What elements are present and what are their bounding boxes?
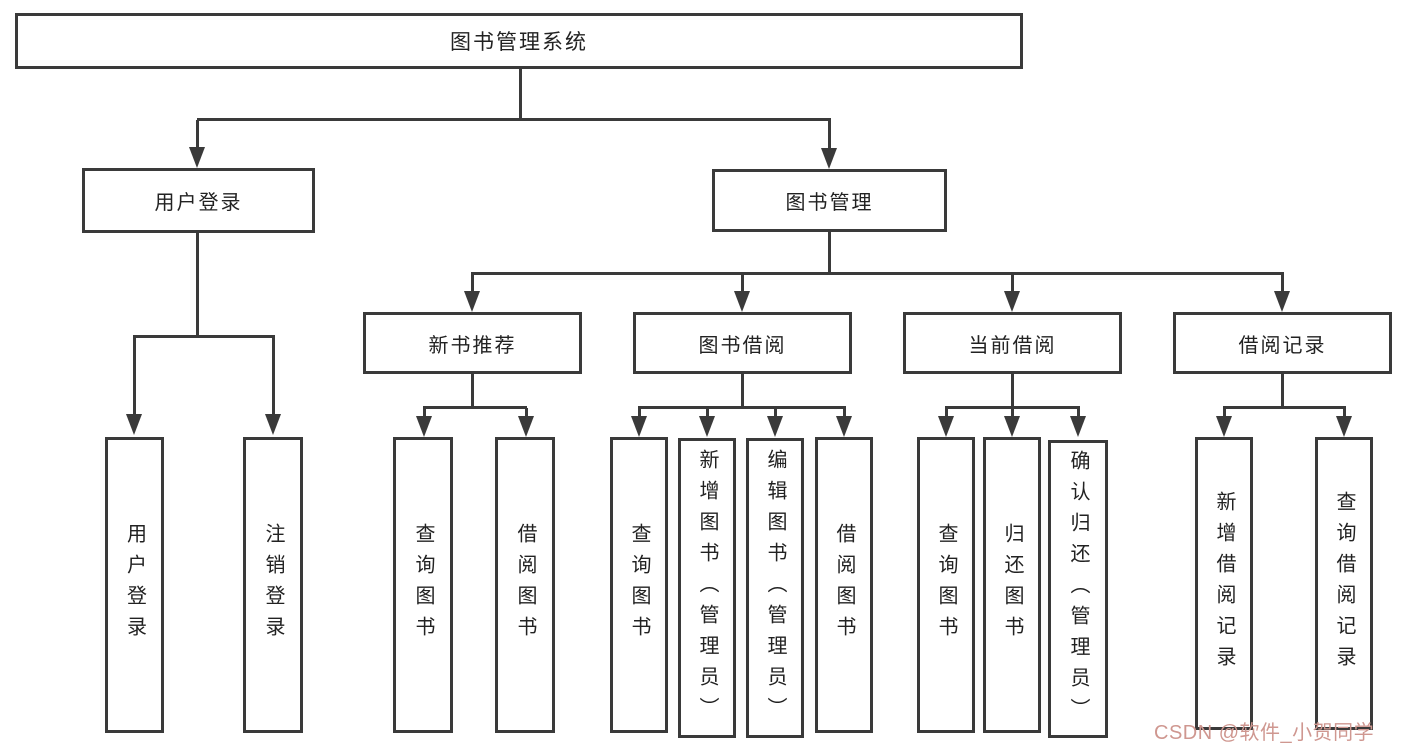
node-current-borrowing: 当前借阅 [903, 312, 1122, 374]
connector-arrowhead [1004, 291, 1020, 312]
connector-line [1281, 374, 1284, 408]
connector-arrowhead [1274, 291, 1290, 312]
connector-line [706, 408, 709, 419]
connector-line [828, 120, 831, 151]
connector-line [1011, 374, 1014, 408]
node-label: 注销登录 [262, 523, 284, 647]
connector-line [741, 274, 744, 294]
connector-arrowhead [189, 147, 205, 168]
connector-arrowhead [1216, 416, 1232, 437]
leaf-add-borrow-record: 新增借阅记录 [1195, 437, 1253, 730]
leaf-edit-books-admin: 编辑图书（管理员） [746, 438, 804, 738]
connector-arrowhead [416, 416, 432, 437]
leaf-query-books-borrowing: 查询图书 [610, 437, 668, 733]
connector-arrowhead [938, 416, 954, 437]
node-borrowing-records: 借阅记录 [1173, 312, 1392, 374]
watermark: CSDN @软件_小贺同学 [1154, 722, 1375, 744]
node-label: 查询图书 [412, 523, 434, 647]
leaf-borrow-books: 借阅图书 [815, 437, 873, 733]
leaf-confirm-return-admin: 确认归还（管理员） [1048, 440, 1108, 738]
connector-line [774, 408, 777, 419]
node-label: 图书管理系统 [450, 31, 588, 54]
connector-line [741, 374, 744, 408]
connector-line [196, 233, 199, 337]
node-new-book-recommend: 新书推荐 [363, 312, 582, 374]
node-label: 借阅图书 [833, 523, 855, 647]
leaf-query-books-recommend: 查询图书 [393, 437, 453, 733]
node-label: 新书推荐 [428, 334, 517, 357]
connector-line [196, 120, 199, 150]
connector-line [1011, 274, 1014, 294]
node-label: 编辑图书（管理员） [764, 448, 786, 728]
connector-line [945, 406, 1080, 409]
node-label: 用户登录 [154, 192, 243, 214]
node-label: 借阅记录 [1238, 334, 1327, 357]
node-label: 图书管理 [785, 192, 874, 214]
leaf-user-login: 用户登录 [105, 437, 164, 733]
connector-arrowhead [1336, 416, 1352, 437]
connector-line [1223, 406, 1346, 409]
connector-line [471, 374, 474, 408]
node-book-management: 图书管理 [712, 169, 947, 232]
leaf-borrow-books-recommend: 借阅图书 [495, 437, 555, 733]
node-book-borrowing: 图书借阅 [633, 312, 852, 374]
leaf-return-books: 归还图书 [983, 437, 1041, 733]
connector-line [1223, 408, 1226, 419]
connector-arrowhead [464, 291, 480, 312]
connector-arrowhead [518, 416, 534, 437]
node-label: 归还图书 [1001, 523, 1023, 647]
connector-line [471, 274, 474, 294]
connector-line [471, 272, 1284, 275]
connector-line [423, 408, 426, 419]
connector-line [843, 408, 846, 419]
connector-line [423, 406, 527, 409]
node-label: 查询图书 [935, 523, 957, 647]
connector-line [945, 408, 948, 419]
connector-arrowhead [767, 416, 783, 437]
connector-line [525, 408, 528, 419]
node-label: 新增图书（管理员） [696, 448, 718, 728]
node-label: 用户登录 [123, 523, 146, 647]
connector-arrowhead [631, 416, 647, 437]
node-label: 确认归还（管理员） [1067, 449, 1089, 729]
connector-line [519, 69, 522, 120]
connector-line [638, 406, 846, 409]
node-label: 新增借阅记录 [1213, 490, 1235, 677]
connector-arrowhead [265, 414, 281, 435]
connector-line [638, 408, 641, 419]
connector-arrowhead [699, 416, 715, 437]
node-user-login: 用户登录 [82, 168, 315, 233]
connector-arrowhead [821, 148, 837, 169]
connector-arrowhead [1070, 416, 1086, 437]
leaf-query-borrow-record: 查询借阅记录 [1315, 437, 1373, 730]
connector-line [1343, 408, 1346, 419]
node-label: 图书借阅 [698, 334, 787, 357]
node-label: 当前借阅 [968, 334, 1057, 357]
connector-line [1077, 408, 1080, 419]
connector-arrowhead [734, 291, 750, 312]
connector-line [828, 232, 831, 274]
connector-arrowhead [836, 416, 852, 437]
connector-line [1281, 274, 1284, 294]
connector-line [272, 337, 275, 417]
leaf-add-books-admin: 新增图书（管理员） [678, 438, 736, 738]
node-label: 查询图书 [628, 523, 650, 647]
connector-arrowhead [126, 414, 142, 435]
node-label: 借阅图书 [514, 523, 536, 647]
leaf-logout: 注销登录 [243, 437, 303, 733]
connector-line [133, 335, 275, 338]
connector-line [1011, 408, 1014, 419]
node-label: 查询借阅记录 [1333, 490, 1355, 677]
node-root-system: 图书管理系统 [15, 13, 1023, 69]
connector-line [133, 337, 136, 417]
leaf-query-books-current: 查询图书 [917, 437, 975, 733]
connector-line [197, 118, 831, 121]
connector-arrowhead [1004, 416, 1020, 437]
